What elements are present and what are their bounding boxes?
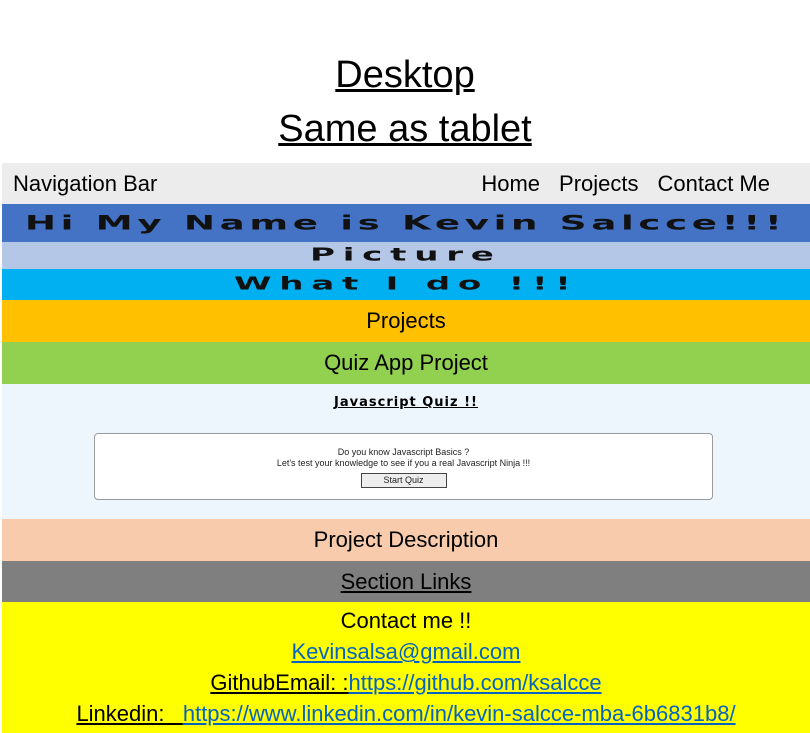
quiz-screenshot-line2: Let's test your knowledge to see if you … <box>276 458 531 468</box>
page-title: Desktop <box>335 54 475 96</box>
linkedin-link[interactable]: https://www.linkedin.com/in/kevin-salcce… <box>182 701 736 726</box>
navigation-bar: Navigation Bar Home Projects Contact Me <box>2 163 810 204</box>
github-label: GithubEmail: : <box>210 670 349 695</box>
contact-heading: Contact me !! <box>340 608 472 633</box>
hero-banner: Hi My Name is Kevin Salcce!!! <box>2 204 810 242</box>
quiz-app-screenshot: Javascript Quiz !! Do you know Javascrip… <box>2 384 810 519</box>
project-description-section: Project Description <box>2 519 810 561</box>
nav-link-projects[interactable]: Projects <box>559 171 639 196</box>
hero-name-text: Hi My Name is Kevin Salcce!!! <box>25 211 787 235</box>
picture-label: Picture <box>310 245 502 266</box>
projects-label: Projects <box>366 308 446 333</box>
picture-section: Picture <box>2 242 810 269</box>
nav-links: Home Projects Contact Me <box>481 171 770 197</box>
page-subtitle: Same as tablet <box>278 108 532 150</box>
projects-section: Projects <box>2 300 810 342</box>
github-link[interactable]: https://github.com/ksalcce <box>348 670 602 695</box>
quiz-project-label: Quiz App Project <box>324 350 488 375</box>
quiz-project-section: Quiz App Project <box>2 342 810 384</box>
start-quiz-button[interactable]: Start Quiz <box>360 473 447 488</box>
section-links-label[interactable]: Section Links <box>340 568 472 594</box>
quiz-screenshot-line1: Do you know Javascript Basics ? <box>337 447 470 457</box>
contact-section: Contact me !! Kevinsalsa@gmail.com Githu… <box>2 602 810 733</box>
quiz-screenshot-title: Javascript Quiz !! <box>334 395 478 410</box>
linkedin-label: Linkedin: <box>76 701 183 726</box>
section-links-section: Section Links <box>2 561 810 602</box>
project-description-label: Project Description <box>313 527 499 552</box>
what-i-do-section: What I do !!! <box>2 269 810 300</box>
email-link[interactable]: Kevinsalsa@gmail.com <box>291 639 521 664</box>
nav-link-contact[interactable]: Contact Me <box>657 171 771 196</box>
what-i-do-label: What I do !!! <box>233 274 579 295</box>
nav-brand: Navigation Bar <box>13 171 158 196</box>
nav-link-home[interactable]: Home <box>481 171 541 196</box>
quiz-screenshot-card: Do you know Javascript Basics ? Let's te… <box>94 433 713 500</box>
